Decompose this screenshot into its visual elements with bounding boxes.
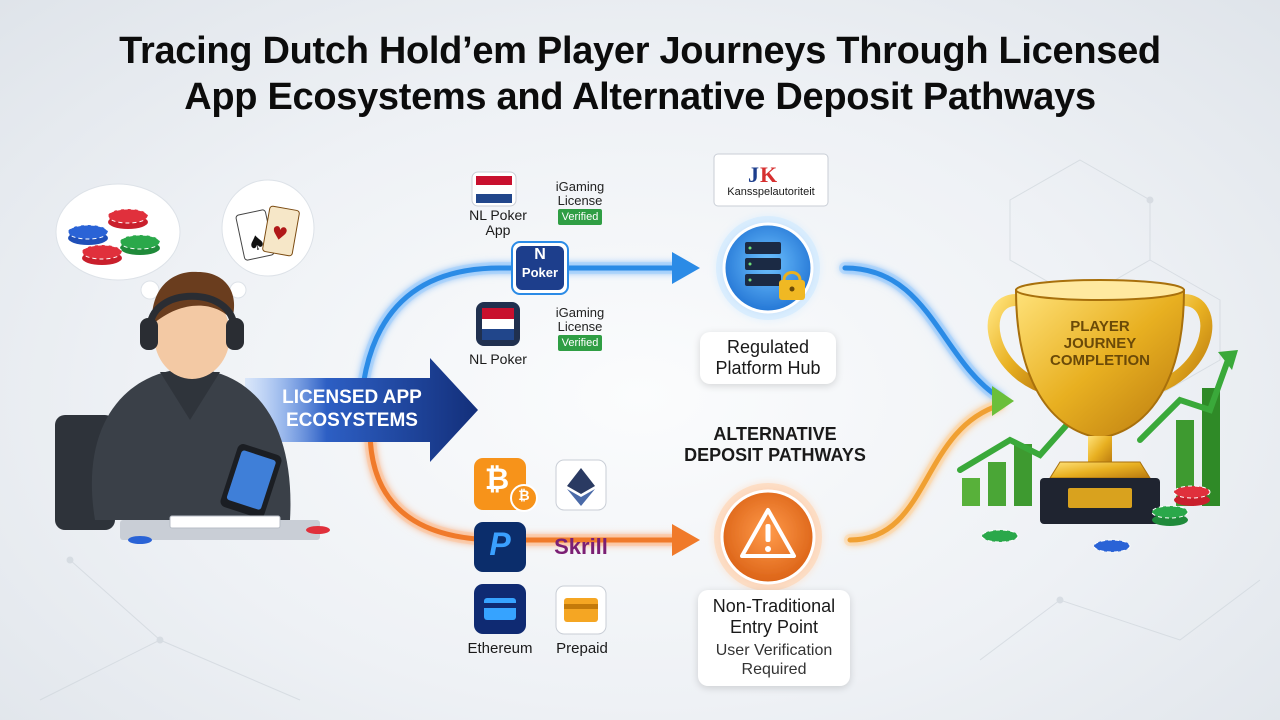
prepaid-label: Prepaid [540,640,624,657]
bitcoin-symbol-small: ₿ [511,487,537,504]
entry-point-label: Non-Traditional Entry Point [698,596,850,638]
svg-text:J: J [748,162,759,187]
paypal-symbol: P [474,526,526,563]
netherlands-flag-icon [472,172,516,206]
completion-arrowhead [992,386,1014,416]
svg-text:K: K [760,162,777,187]
verified-badge: Verified [558,209,603,225]
licensed-arrowhead [672,252,700,284]
ethereum-label: Ethereum [455,640,545,657]
alternative-pathways-label: ALTERNATIVE DEPOSIT PATHWAYS [660,424,890,466]
skrill-label: Skrill [544,534,618,560]
regulated-hub-label: Regulated Platform Hub [700,337,836,379]
alternative-arrowhead [672,524,700,556]
regulator-logo: J K [714,154,828,206]
poker-app-icon-word: Poker [516,265,564,280]
netherlands-flag-icon [476,302,520,346]
regulator-name: Kansspelautoriteit [714,186,828,198]
verified-badge: Verified [558,335,603,351]
licensed-app-ecosystems-label: LICENSED APP ECOSYSTEMS [262,386,442,432]
entry-point-note: User Verification Required [698,641,850,679]
trophy-label: PLAYER JOURNEY COMPLETION [1030,318,1170,369]
ethereum-icon [556,460,606,510]
card-icon [474,584,526,634]
license-badge-2: iGaming License Verified [550,306,610,351]
licensed-app-label-1: NL Poker App [448,208,548,238]
licensed-app-label-2: NL Poker [448,352,548,367]
poker-app-icon-letter: N [516,246,564,264]
prepaid-card-icon [556,586,606,634]
license-badge-1: iGaming License Verified [550,180,610,225]
